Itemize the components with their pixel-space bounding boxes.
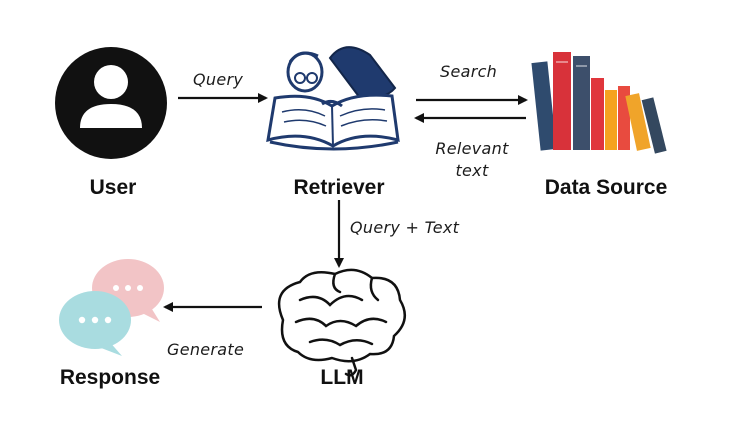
edge-label-search: Search: [440, 62, 498, 81]
brain-icon: [277, 268, 407, 377]
edge-label-relevant-line2: text: [455, 161, 489, 180]
edge-label-relevant-line1: Relevant: [435, 139, 509, 158]
llm-label: LLM: [320, 366, 364, 389]
edge-label-query: Query: [193, 70, 244, 89]
edge-label-query-plus-text: Query + Text: [350, 218, 460, 237]
edge-label-generate: Generate: [167, 340, 245, 359]
books-icon: [531, 52, 667, 154]
chat-bubbles-icon: [59, 259, 164, 356]
data-source-label: Data Source: [544, 176, 668, 199]
user-avatar-icon: [55, 47, 167, 159]
reader-with-book-icon: [266, 46, 400, 151]
retriever-label: Retriever: [293, 176, 385, 199]
response-label: Response: [59, 366, 161, 389]
edge-label-relevant-text: Relevant text: [430, 138, 514, 182]
user-label: User: [89, 176, 137, 199]
